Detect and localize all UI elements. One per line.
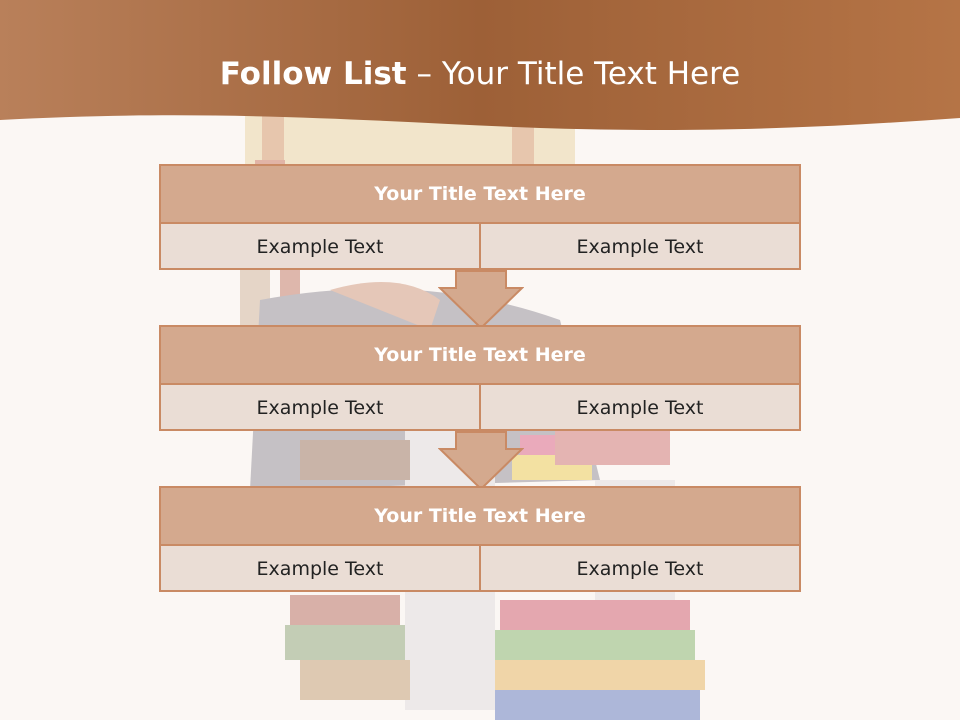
list-block-3: Your Title Text Here Example Text Exampl… <box>159 486 801 592</box>
block-1-left-cell: Example Text <box>161 224 481 270</box>
header-band <box>0 0 960 130</box>
block-2-title: Your Title Text Here <box>161 327 799 385</box>
title-bold: Follow List <box>219 56 407 92</box>
list-block-2: Your Title Text Here Example Text Exampl… <box>159 325 801 431</box>
block-3-title: Your Title Text Here <box>161 488 799 546</box>
block-3-left-cell: Example Text <box>161 546 481 592</box>
down-arrow-icon <box>438 270 524 330</box>
block-2-left-cell: Example Text <box>161 385 481 431</box>
title-rest: – Your Title Text Here <box>416 56 741 92</box>
block-2-right-cell: Example Text <box>576 397 704 419</box>
block-1-title: Your Title Text Here <box>161 166 799 224</box>
block-1-right-cell: Example Text <box>576 236 704 258</box>
slide-title: Follow List – Your Title Text Here <box>0 56 960 92</box>
down-arrow-icon <box>438 431 524 491</box>
block-3-right-cell: Example Text <box>576 558 704 580</box>
list-block-1: Your Title Text Here Example Text Exampl… <box>159 164 801 270</box>
